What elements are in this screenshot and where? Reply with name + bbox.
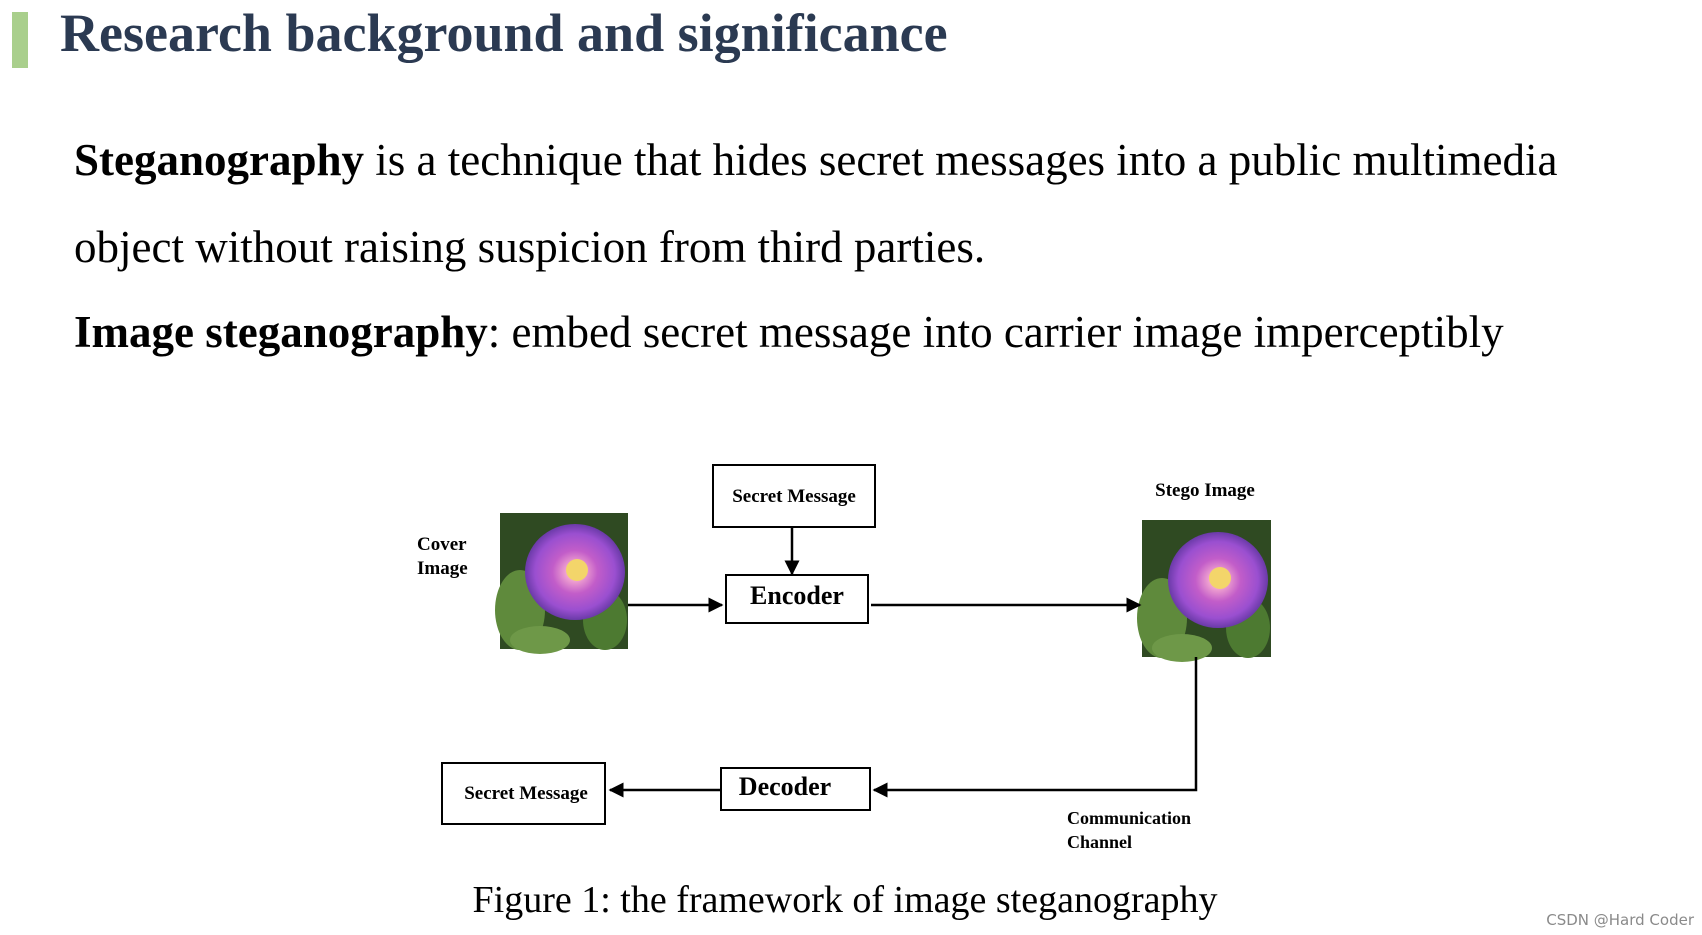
secret-message-output-box	[441, 762, 606, 825]
encoder-label: Encoder	[750, 581, 844, 610]
decoder-box	[720, 767, 871, 811]
cover-label-line2: Image	[417, 558, 468, 579]
secret-message-input-label: Secret Message	[732, 486, 856, 507]
term-steganography: Steganography	[74, 135, 365, 185]
stego-image-label: Stego Image	[1155, 480, 1255, 501]
term-image-steganography: Image steganography	[74, 307, 488, 357]
arrow-channel-to-decoder	[872, 657, 1198, 798]
figure-caption-text: Figure 1: the framework of image stegano…	[472, 879, 1218, 921]
watermark: CSDN @Hard Coder	[1546, 911, 1694, 929]
paragraph-text: : embed secret message into carrier imag…	[487, 307, 1504, 357]
cover-image	[495, 513, 628, 654]
decoder-label: Decoder	[739, 772, 831, 801]
paragraph-text: is a technique that hides secret message…	[364, 135, 1558, 185]
paragraph-steganography: Steganography is a technique that hides …	[74, 134, 1557, 186]
channel-label-line1: Communication	[1067, 808, 1191, 828]
paragraph-continuation: object without raising suspicion from th…	[74, 222, 986, 272]
stego-image	[1137, 520, 1271, 662]
secret-message-output-label: Secret Message	[464, 783, 588, 804]
figure-caption: Figure 1: the framework of image stegano…	[0, 878, 1702, 922]
secret-message-input-box	[712, 464, 876, 528]
page-title: Research background and significance	[60, 3, 948, 63]
encoder-box	[725, 574, 869, 624]
title-accent-bar	[12, 12, 28, 68]
channel-label-line2: Channel	[1067, 832, 1132, 852]
cover-label-line1: Cover	[417, 534, 467, 555]
paragraph-image-steganography: Image steganography: embed secret messag…	[74, 306, 1504, 358]
